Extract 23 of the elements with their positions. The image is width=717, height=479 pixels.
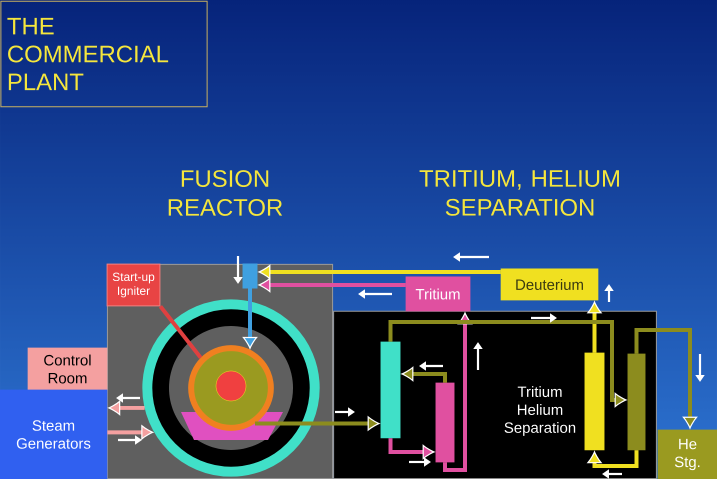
igniter-box: Start-up Igniter [106, 264, 160, 306]
pipe [443, 312, 472, 472]
pipe [388, 438, 435, 460]
pipe [587, 450, 638, 468]
steam-generators-box: Steam Generators [0, 390, 108, 479]
title-box: THE COMMERCIAL PLANT [0, 0, 208, 108]
section-heading: FUSION REACTOR [168, 170, 282, 216]
pipe [634, 328, 698, 429]
separation-column [380, 342, 400, 438]
pipe [587, 301, 602, 353]
deuterium-box: Deuterium [500, 268, 598, 300]
tritium-box: Tritium [406, 276, 470, 312]
pipe [108, 400, 145, 416]
section-heading: TRITIUM, HELIUM SEPARATION [420, 170, 619, 216]
section-text: Tritium Helium Separation [504, 386, 576, 436]
control-room-box: Control Room [28, 348, 108, 390]
injector-box [242, 264, 258, 288]
pipe [258, 278, 406, 292]
he-storage-box: He Stg. [658, 430, 717, 479]
pipe [401, 366, 447, 383]
pipe [258, 264, 501, 280]
pipe [107, 425, 154, 440]
pipe [388, 320, 627, 408]
